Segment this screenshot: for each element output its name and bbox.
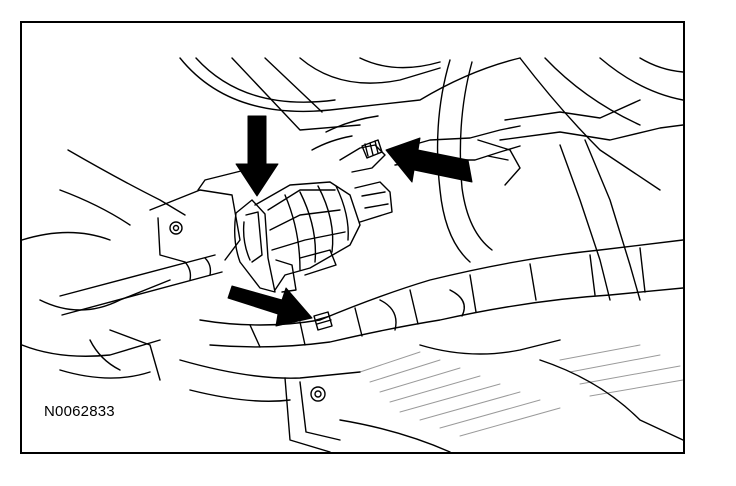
upper-fastener <box>361 139 383 159</box>
arrow-right-lower-fastener <box>227 285 313 327</box>
lower-fastener <box>313 311 333 331</box>
arrow-down-connector <box>235 115 279 197</box>
arrow-left-upper-fastener <box>385 137 473 183</box>
harness-right <box>436 59 683 301</box>
wrapped-harness <box>199 239 683 348</box>
mounting-bracket <box>149 169 246 263</box>
figure-frame <box>20 21 685 454</box>
horizontal-rod <box>59 254 223 316</box>
connector-body <box>233 181 361 293</box>
figure-reference-code: N0062833 <box>44 403 115 420</box>
background-panels <box>22 57 683 379</box>
lower-structure <box>89 329 683 452</box>
lower-hatched-panel <box>359 344 683 437</box>
